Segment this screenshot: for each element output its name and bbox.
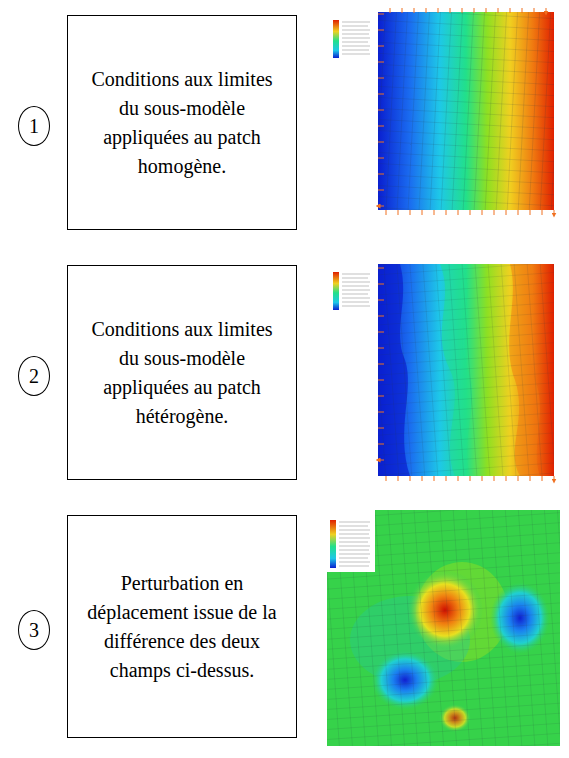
description-text: Perturbation en déplacement issue de la … xyxy=(87,569,277,685)
plot-homogeneous xyxy=(330,8,554,215)
description-box: Perturbation en déplacement issue de la … xyxy=(67,515,297,738)
step-number-circle: 2 xyxy=(18,356,50,396)
step-number: 1 xyxy=(29,116,39,136)
step-number-circle: 3 xyxy=(18,610,50,650)
step-number: 2 xyxy=(29,366,39,386)
description-text: Conditions aux limites du sous-modèle ap… xyxy=(87,65,277,181)
plot-perturbation xyxy=(327,510,560,746)
description-text: Conditions aux limites du sous-modèle ap… xyxy=(87,315,277,431)
step-number-circle: 1 xyxy=(18,106,50,146)
step-number: 3 xyxy=(29,620,39,640)
description-box: Conditions aux limites du sous-modèle ap… xyxy=(67,265,297,480)
plot-heterogeneous xyxy=(330,262,554,481)
description-box: Conditions aux limites du sous-modèle ap… xyxy=(67,15,297,230)
